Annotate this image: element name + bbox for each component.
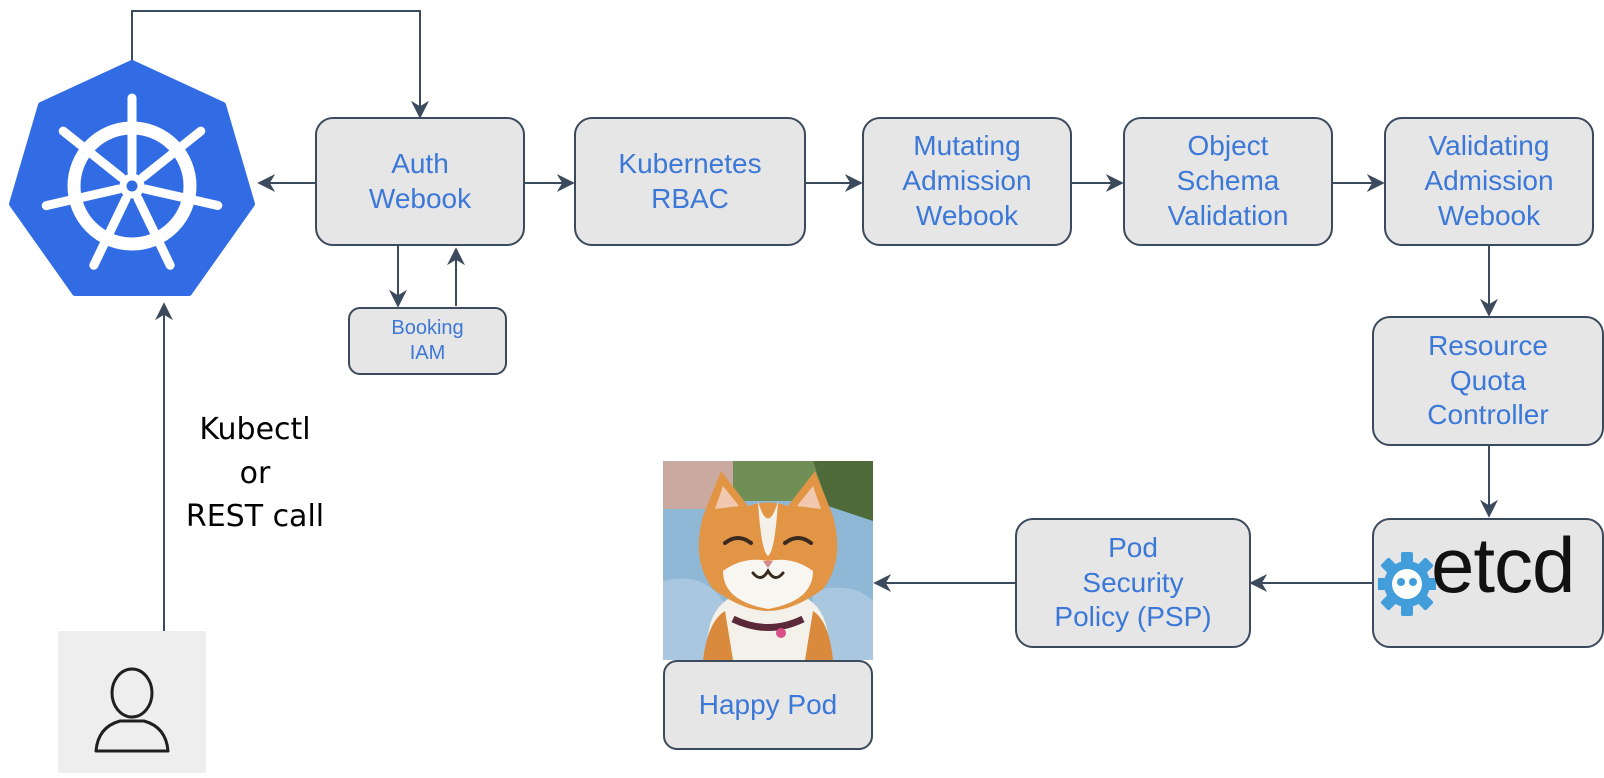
validating-line-2: Admission: [1424, 165, 1554, 197]
happy-pod-label: Happy Pod: [698, 688, 838, 720]
etcd-logo-icon: [1378, 552, 1436, 616]
schema-line-3: Validation: [1167, 199, 1289, 231]
kubernetes-logo-icon: [9, 60, 255, 296]
resource-quota-node: Resource Quota Controller: [1372, 316, 1604, 446]
rbac-line-1: Kubernetes: [618, 147, 762, 179]
booking-iam-node: Booking IAM: [348, 307, 507, 375]
user-tile: [58, 631, 206, 773]
object-schema-node: Object Schema Validation: [1123, 117, 1333, 246]
quota-line-1: Resource: [1428, 329, 1548, 361]
quota-line-2: Quota: [1449, 364, 1527, 396]
booking-iam-line-2: IAM: [409, 342, 446, 364]
arrow-k8s-to-auth: [131, 10, 429, 119]
psp-node: Pod Security Policy (PSP): [1015, 518, 1251, 648]
validating-line-3: Webook: [1437, 199, 1541, 231]
auth-webhook-line-2: Webook: [368, 182, 472, 214]
schema-line-1: Object: [1187, 130, 1269, 162]
validating-admission-node: Validating Admission Webook: [1384, 117, 1594, 246]
booking-iam-line-1: Booking: [391, 317, 464, 339]
mutating-line-1: Mutating: [913, 130, 1021, 162]
quota-line-3: Controller: [1427, 399, 1549, 431]
mutating-line-3: Webook: [915, 199, 1019, 231]
happy-cat-photo: [663, 461, 873, 660]
happy-pod-node: Happy Pod: [663, 660, 873, 750]
psp-line-2: Security: [1082, 566, 1184, 598]
request-label-line-1: Kubectl: [199, 412, 311, 447]
request-label-line-3: REST call: [185, 499, 325, 534]
rbac-node: Kubernetes RBAC: [574, 117, 806, 246]
request-label: Kubectl or REST call: [180, 408, 330, 539]
etcd-wordmark: etcd: [1431, 521, 1575, 609]
auth-webhook-node: Auth Webook: [315, 117, 525, 246]
user-icon: [94, 667, 170, 753]
rbac-line-2: RBAC: [651, 182, 729, 214]
mutating-admission-node: Mutating Admission Webook: [862, 117, 1072, 246]
psp-line-3: Policy (PSP): [1054, 601, 1212, 633]
schema-line-2: Schema: [1176, 165, 1280, 197]
psp-line-1: Pod: [1108, 531, 1158, 563]
auth-webhook-line-1: Auth: [391, 147, 449, 179]
request-label-line-2: or: [239, 455, 271, 491]
mutating-line-2: Admission: [902, 165, 1032, 197]
validating-line-1: Validating: [1428, 130, 1550, 162]
